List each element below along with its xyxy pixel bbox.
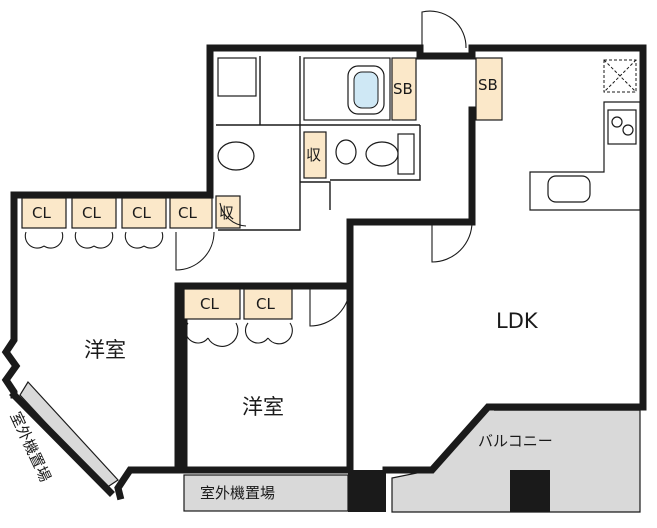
bathtub-inner — [353, 71, 379, 109]
closet-label: CL — [132, 204, 151, 222]
shoe-box-label: SB — [393, 80, 413, 98]
room-doors — [175, 10, 473, 327]
toilet-bowl — [365, 141, 399, 167]
shoe-box-2 — [475, 57, 503, 121]
sink — [547, 175, 591, 203]
room-label-western-center: 洋室 — [242, 395, 284, 419]
left-diagonal-wall — [9, 390, 115, 497]
closet-label: CL — [82, 204, 101, 222]
balcony-pillar — [510, 470, 550, 512]
outdoor-unit-bottom-area — [183, 474, 349, 512]
interior-wall-ldk — [346, 106, 476, 474]
bottom-pillar — [348, 470, 386, 512]
storage-label: 収 — [306, 146, 321, 164]
closet-label: CL — [256, 295, 275, 313]
shoe-box-label: SB — [478, 76, 498, 94]
burner-2 — [622, 124, 634, 136]
refrigerator-space — [603, 59, 637, 93]
room-label-western-left: 洋室 — [84, 338, 126, 362]
shoe-box-1 — [391, 57, 417, 121]
storage-lower — [215, 195, 241, 229]
burner-1 — [611, 116, 623, 128]
closet-label: CL — [200, 295, 219, 313]
closet-group-left — [21, 197, 213, 229]
closet-group-center — [183, 288, 293, 320]
closet-doors — [24, 231, 293, 347]
storage-label: 収 — [219, 204, 234, 222]
outdoor-unit-label-bottom: 室外機置場 — [200, 484, 275, 502]
closet-label: CL — [178, 204, 197, 222]
closet-label: CL — [32, 204, 51, 222]
balcony-label: バルコニー — [478, 432, 553, 450]
hand-sink — [335, 139, 357, 165]
toilet-tank — [397, 133, 415, 175]
interior-wall-corridor — [216, 56, 421, 231]
room-label-ldk: LDK — [496, 309, 539, 333]
exterior-wall — [1, 44, 647, 501]
washbasin — [217, 141, 255, 171]
refrigerator-cross — [603, 59, 637, 93]
closet-labels: CL CL CL CL CL CL — [32, 204, 275, 313]
washing-machine — [217, 57, 257, 97]
storage-upper — [303, 131, 327, 179]
